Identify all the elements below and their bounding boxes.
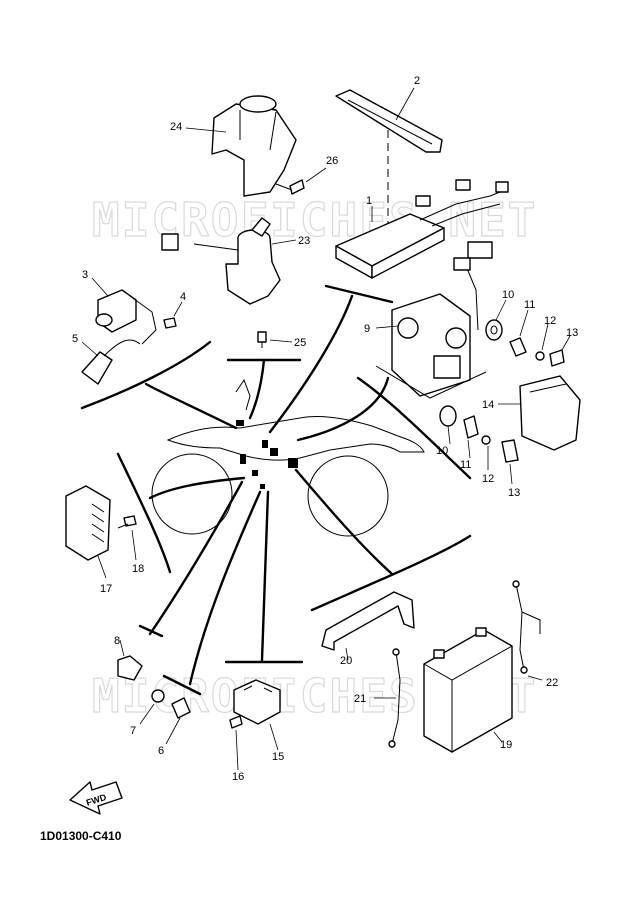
label-12-lower: 12 <box>482 473 494 485</box>
plug-cap-part <box>81 339 141 385</box>
label-19: 19 <box>500 739 512 751</box>
zone-leaders <box>80 284 472 696</box>
label-5: 5 <box>72 333 78 345</box>
battery-part <box>423 627 513 753</box>
starter-relay-part <box>233 679 281 751</box>
label-13-upper: 13 <box>566 327 578 339</box>
grommet-set-lower <box>439 405 519 485</box>
label-20: 20 <box>340 655 352 667</box>
label-16: 16 <box>232 771 244 783</box>
battery-bracket-part <box>321 591 415 661</box>
label-24: 24 <box>170 121 182 133</box>
label-4: 4 <box>180 291 186 303</box>
label-12-upper: 12 <box>544 315 556 327</box>
label-15: 15 <box>272 751 284 763</box>
handlebar-cover-part <box>185 95 297 197</box>
battery-cable-22 <box>512 580 543 681</box>
screw-26-part <box>275 167 327 195</box>
control-unit-part <box>335 179 509 279</box>
label-13-lower: 13 <box>508 487 520 499</box>
ignition-coil-part <box>91 277 157 345</box>
battery-cable-21 <box>374 648 401 748</box>
label-9: 9 <box>364 323 370 335</box>
label-23: 23 <box>298 235 310 247</box>
bolt-6-part <box>165 697 191 745</box>
label-21: 21 <box>354 693 366 705</box>
label-2: 2 <box>414 75 420 87</box>
bolt-4-part <box>163 301 183 329</box>
bolt-16-part <box>229 715 243 771</box>
label-3: 3 <box>82 269 88 281</box>
label-7: 7 <box>130 725 136 737</box>
spark-plug-part <box>117 639 143 681</box>
main-switch-part <box>161 217 297 305</box>
part-labels: 2 1 24 26 23 3 4 5 25 9 10 11 12 13 14 1… <box>72 75 578 783</box>
vehicle-zone-markers <box>236 420 298 489</box>
rectifier-part <box>65 485 111 579</box>
label-11-upper: 11 <box>524 299 535 311</box>
vehicle-outline <box>151 378 425 537</box>
label-25: 25 <box>294 337 306 349</box>
washer-7-part <box>139 689 165 725</box>
relay-cover-part <box>498 375 581 451</box>
fwd-arrow: FWD <box>69 781 123 815</box>
label-22: 22 <box>546 677 558 689</box>
label-14: 14 <box>482 399 494 411</box>
battery-strap-part <box>335 87 443 230</box>
label-18: 18 <box>132 563 144 575</box>
label-17: 17 <box>100 583 112 595</box>
relay-assembly-part <box>375 241 493 399</box>
label-6: 6 <box>158 745 164 757</box>
bolt-18-part <box>117 515 137 561</box>
label-10-lower: 10 <box>436 445 448 457</box>
label-1: 1 <box>366 195 372 207</box>
label-11-lower: 11 <box>460 459 471 471</box>
grommet-set-upper <box>485 299 571 367</box>
label-8: 8 <box>114 635 120 647</box>
label-10-upper: 10 <box>502 289 514 301</box>
bolt-25-part <box>257 331 293 348</box>
label-26: 26 <box>326 155 338 167</box>
diagram-code: 1D01300-C410 <box>40 829 122 843</box>
watermark-top: MICROFICHES.NET <box>92 193 537 247</box>
